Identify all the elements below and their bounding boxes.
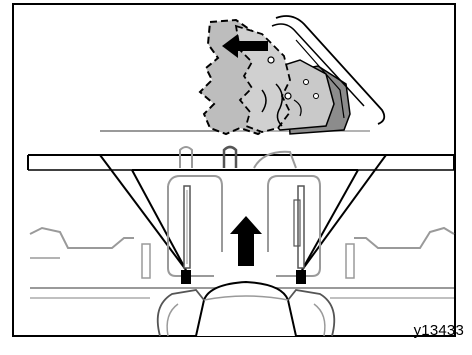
seat-cushion	[196, 282, 296, 336]
figure-code: y13433	[414, 322, 464, 339]
arrow-up-icon	[230, 216, 262, 266]
right-latch	[296, 270, 306, 284]
left-latch	[181, 270, 191, 284]
right-latch-rail	[298, 186, 304, 268]
seat-rail-assembly	[30, 147, 454, 336]
seat-mechanism-detail	[100, 16, 384, 134]
